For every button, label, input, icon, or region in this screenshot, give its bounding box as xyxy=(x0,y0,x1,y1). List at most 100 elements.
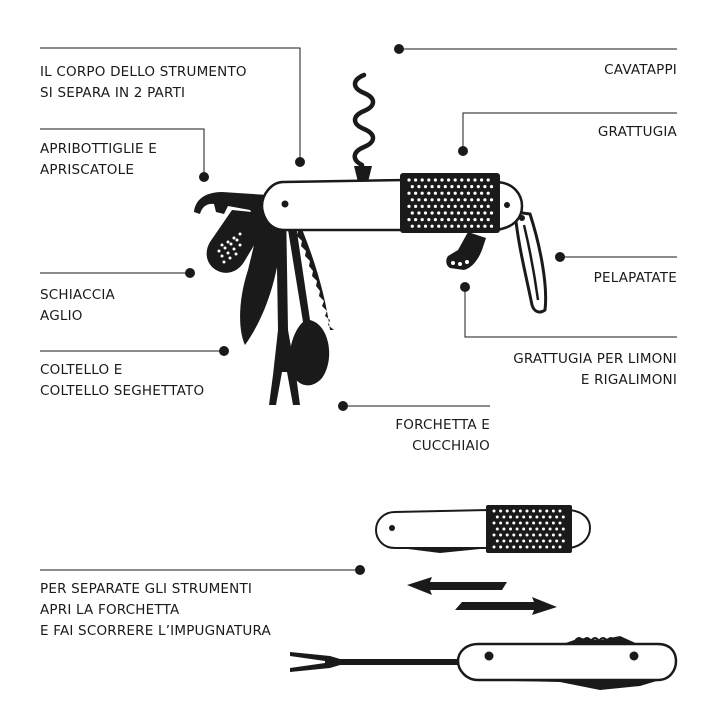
grater-hole xyxy=(538,509,542,513)
grater-hole xyxy=(437,211,441,215)
grater-hole xyxy=(450,211,454,215)
grater-hole xyxy=(453,191,457,195)
grater-hole xyxy=(410,185,414,189)
grater-hole xyxy=(535,527,539,531)
grater-hole xyxy=(515,539,519,543)
grater-hole xyxy=(476,211,480,215)
label-instructions: PER SEPARATE GLI STRUMENTI APRI LA FORCH… xyxy=(40,579,271,642)
grater-hole xyxy=(433,191,437,195)
label-line: FORCHETTA E xyxy=(395,417,490,433)
grater-hole xyxy=(512,533,516,537)
grater-hole xyxy=(460,191,464,195)
grater-hole xyxy=(417,198,421,202)
grater-hole xyxy=(551,509,555,513)
grater-hole xyxy=(502,539,506,543)
grater-holes xyxy=(407,178,494,228)
label-fork-spoon: FORCHETTA E CUCCHIAIO xyxy=(395,415,490,457)
label-line: E RIGALIMONI xyxy=(580,372,677,388)
grater-hole xyxy=(528,515,532,519)
grater-hole xyxy=(483,224,487,228)
grater-hole xyxy=(473,178,477,182)
grater-hole xyxy=(466,191,470,195)
grater-hole xyxy=(427,218,431,222)
grater-hole xyxy=(476,198,480,202)
spoon-icon xyxy=(284,205,330,386)
dot-zester xyxy=(460,282,470,292)
grater-icon xyxy=(400,173,500,233)
grater-hole xyxy=(480,204,484,208)
garlic-press-icon xyxy=(206,210,268,273)
grater-hole xyxy=(456,224,461,228)
grater-hole xyxy=(518,509,522,513)
label-line: COLTELLO E xyxy=(40,362,123,378)
dot-instructions xyxy=(355,565,365,575)
grater-hole xyxy=(470,198,474,202)
grater-hole xyxy=(489,211,494,215)
grater-hole xyxy=(433,204,437,208)
grater-hole xyxy=(460,178,464,182)
grater-hole xyxy=(437,198,441,202)
grater-hole xyxy=(440,204,444,208)
grater-hole xyxy=(430,211,434,215)
grater-hole xyxy=(470,185,474,189)
grater-hole xyxy=(535,515,539,519)
tool-body xyxy=(260,178,524,232)
label-line: SI SEPARA IN 2 PARTI xyxy=(40,85,186,101)
leader-body-split xyxy=(40,47,301,162)
grater-hole xyxy=(480,218,484,222)
grater-hole xyxy=(558,545,562,549)
grater-hole xyxy=(558,533,562,537)
grater-hole xyxy=(492,521,496,525)
grater-hole xyxy=(450,185,454,189)
dot-bottle-opener xyxy=(199,172,209,182)
rivet xyxy=(281,200,289,208)
grater-hole xyxy=(492,533,496,537)
grater-hole xyxy=(456,211,461,215)
label-line: PER SEPARATE GLI STRUMENTI xyxy=(40,581,253,597)
grater-hole xyxy=(492,509,496,513)
dot-garlic-press xyxy=(185,268,195,278)
grater-hole xyxy=(480,191,484,195)
grater-hole xyxy=(466,178,470,182)
grater-hole xyxy=(525,509,529,513)
grater-hole xyxy=(450,224,454,228)
label-garlic-press: SCHIACCIA AGLIO xyxy=(40,285,115,327)
grater-hole xyxy=(561,527,565,531)
label-line: PELAPATATE xyxy=(593,270,677,286)
grater-hole xyxy=(463,211,467,215)
grater-hole xyxy=(502,515,506,519)
grater-hole xyxy=(443,185,447,189)
dot-fork-spoon xyxy=(338,401,348,411)
grater-hole xyxy=(420,218,424,222)
grater-hole xyxy=(499,509,503,513)
grater-hole xyxy=(561,515,565,519)
grater-hole xyxy=(499,545,503,549)
grater-hole xyxy=(548,527,552,531)
main-tool xyxy=(194,72,548,405)
grater-hole xyxy=(492,545,496,549)
grater-hole xyxy=(427,204,431,208)
grater-hole xyxy=(545,533,549,537)
grater-hole xyxy=(495,539,499,543)
slide-arrows xyxy=(407,577,557,615)
grater-hole xyxy=(456,198,461,202)
grater-hole xyxy=(512,509,516,513)
grater-hole xyxy=(456,185,461,189)
grater-hole xyxy=(525,533,529,537)
grater-hole xyxy=(548,515,552,519)
grater-hole xyxy=(509,539,512,543)
grater-hole xyxy=(417,211,421,215)
grater-hole xyxy=(505,521,509,525)
grater-hole xyxy=(522,539,526,543)
grater-hole xyxy=(555,515,559,519)
label-grater: GRATTUGIA xyxy=(598,122,677,143)
grater-hole xyxy=(470,211,474,215)
grater-hole xyxy=(447,191,451,195)
grater-hole xyxy=(522,527,526,531)
grater-hole xyxy=(483,198,487,202)
grater-hole xyxy=(460,204,464,208)
zester-icon xyxy=(446,232,486,270)
grater-hole xyxy=(430,198,434,202)
grater-hole xyxy=(486,218,490,222)
